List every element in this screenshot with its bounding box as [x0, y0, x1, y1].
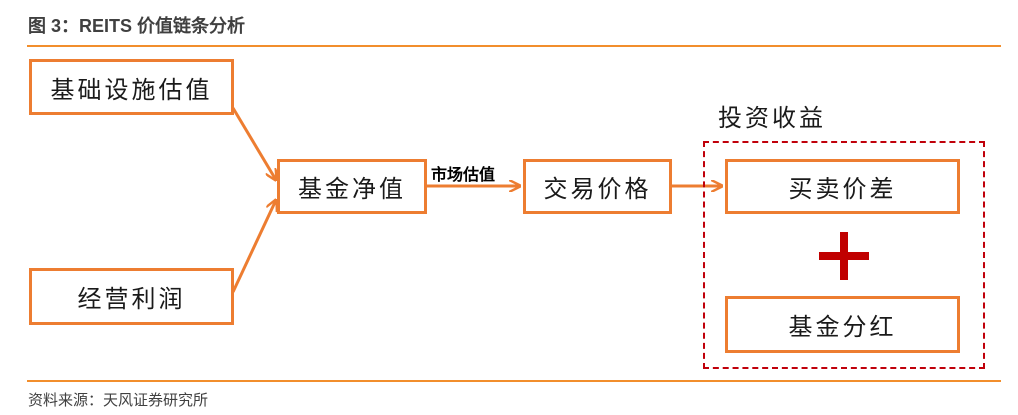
arrow-infra-to-nav	[231, 107, 276, 180]
top-rule	[27, 45, 1001, 47]
arrow-profit-to-nav	[231, 200, 276, 293]
node-operating-profit: 经营利润	[29, 268, 234, 325]
node-infra-valuation: 基础设施估值	[29, 59, 234, 115]
investment-return-group	[703, 141, 985, 369]
source-note: 资料来源：天风证券研究所	[28, 392, 209, 409]
node-fund-nav: 基金净值	[277, 159, 427, 214]
bottom-rule	[27, 380, 1001, 382]
edge-label-market-valuation: 市场估值	[431, 165, 496, 184]
node-fund-dividend: 基金分红	[725, 296, 960, 353]
node-trading-price: 交易价格	[523, 159, 672, 214]
node-spread: 买卖价差	[725, 159, 960, 214]
figure-title: 图 3：REITS 价值链条分析	[28, 16, 246, 36]
group-label-investment-return: 投资收益	[718, 104, 826, 132]
